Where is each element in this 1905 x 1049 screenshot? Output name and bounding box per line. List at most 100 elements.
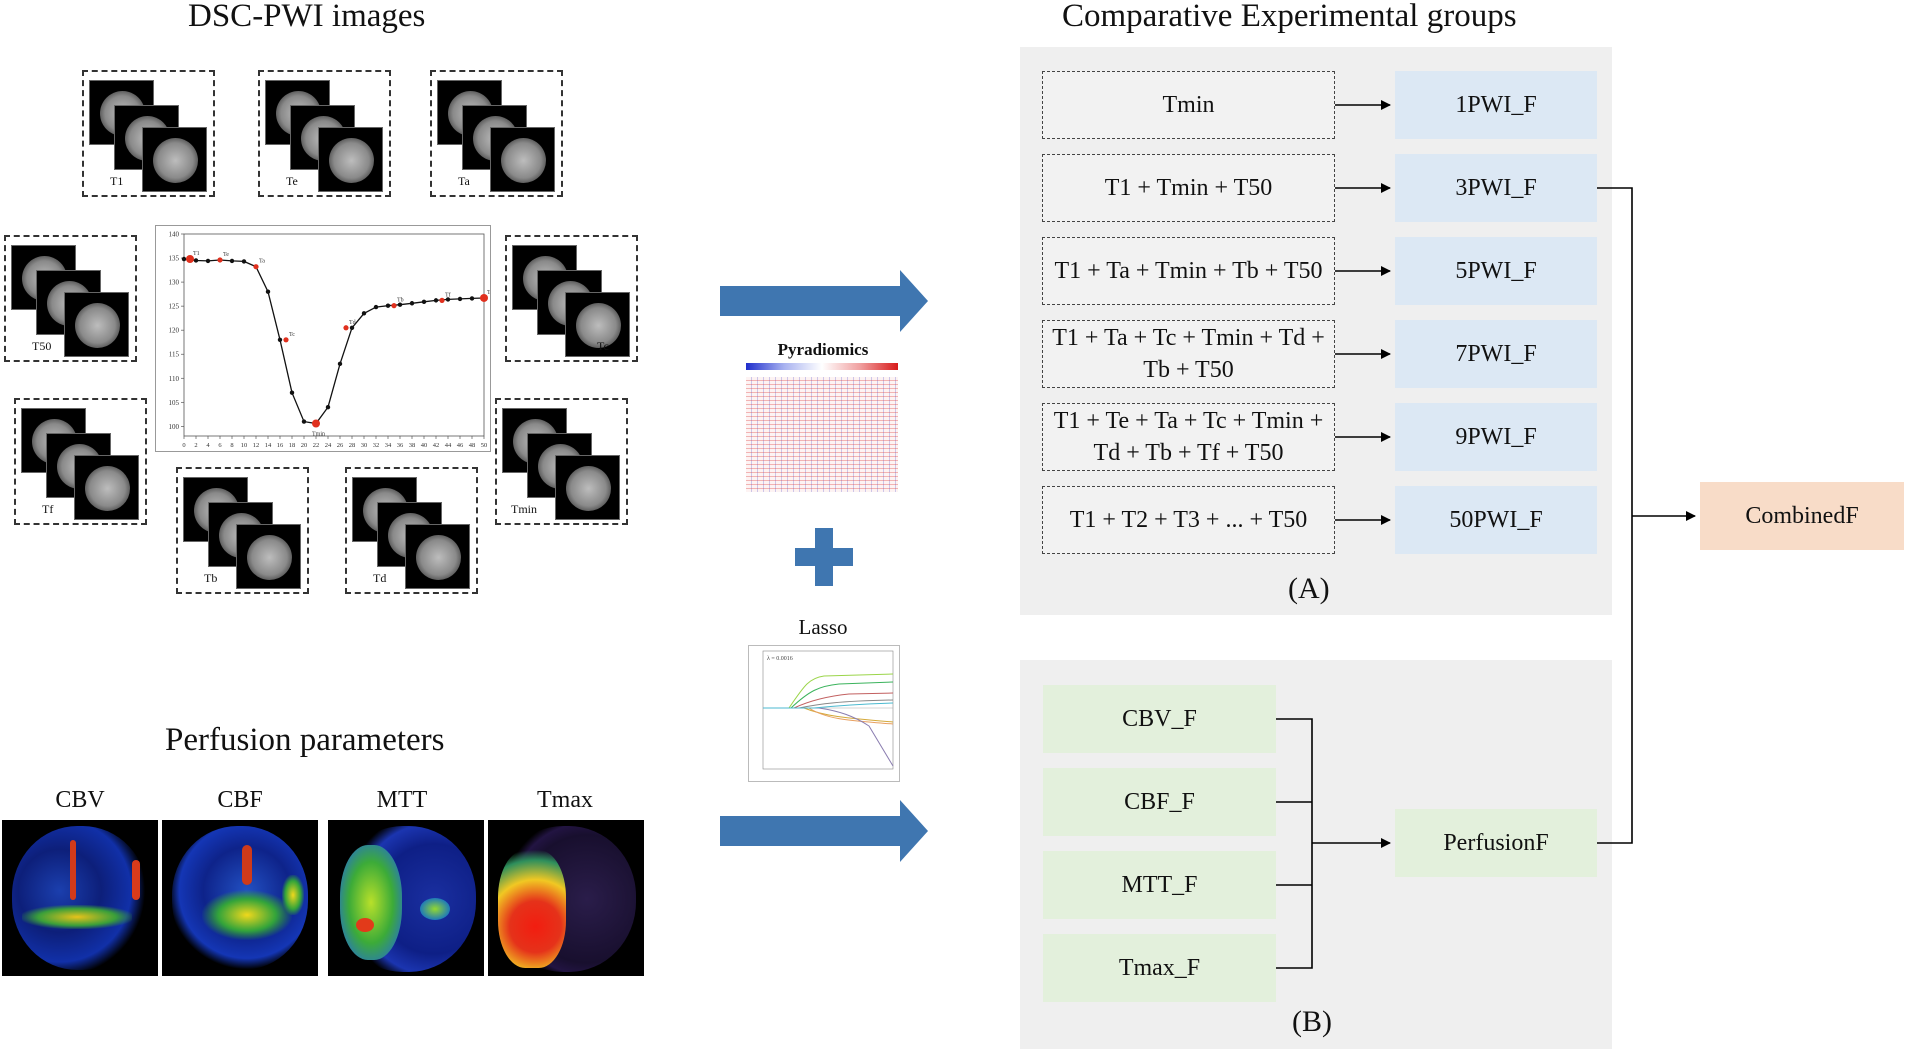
cbf-feature-box: CBF_F [1043, 768, 1276, 836]
y-tick-label: 135 [169, 255, 180, 263]
x-tick-label: 16 [277, 442, 284, 449]
curve-point [385, 303, 391, 308]
x-tick-label: 24 [325, 442, 332, 449]
group-a-input-3: T1 + Tmin + T50 [1042, 154, 1335, 222]
keypoint-t50 [480, 293, 488, 302]
keypoint-te [217, 257, 223, 263]
group-a-input-5: T1 + Ta + Tmin + Tb + T50 [1042, 237, 1335, 305]
stack-label: Tc [597, 339, 609, 353]
image-stack-t1: T1 [82, 70, 215, 197]
curve-point [205, 258, 211, 264]
output-1pwi-f: 1PWI_F [1395, 71, 1597, 139]
output-9pwi-f: 9PWI_F [1395, 403, 1597, 471]
keypoint-t1 [186, 255, 194, 264]
output-5pwi-f: 5PWI_F [1395, 237, 1597, 305]
group-a-input-1: Tmin [1042, 71, 1335, 139]
x-tick-label: 2 [194, 442, 197, 449]
output-50pwi-f: 50PWI_F [1395, 486, 1597, 554]
comparative-groups-title: Comparative Experimental groups [1062, 0, 1517, 34]
tmax-feature-box: Tmax_F [1043, 934, 1276, 1002]
curve-point [229, 258, 235, 264]
keypoint-label: T1 [193, 251, 200, 257]
x-tick-label: 36 [397, 442, 404, 449]
curve-point [409, 301, 415, 306]
x-tick-label: 48 [469, 442, 476, 449]
lasso-lambda-text: λ = 0.0016 [767, 656, 793, 662]
stack-label: T1 [110, 174, 124, 188]
group-b-caption: (B) [1292, 1005, 1332, 1038]
map-label-cbf: CBF [217, 787, 263, 813]
upper-flow-arrow [720, 270, 928, 332]
y-tick-label: 100 [169, 423, 180, 431]
curve-point [433, 298, 439, 303]
curve-point [277, 337, 283, 343]
combine-bracket [1597, 187, 1633, 844]
image-stack-t50: T50 [4, 235, 137, 362]
keypoint-label: Tf [445, 291, 451, 298]
keypoint-ta [253, 264, 259, 270]
x-tick-label: 6 [218, 442, 222, 449]
x-tick-label: 4 [206, 442, 210, 449]
cbf-map-image [162, 820, 318, 976]
y-tick-label: 130 [169, 279, 180, 287]
keypoint-tmin [312, 419, 320, 428]
stack-label: Td [373, 571, 387, 585]
curve-point [241, 259, 247, 264]
curve-point [289, 390, 295, 395]
x-tick-label: 22 [313, 442, 320, 449]
curve-point [301, 419, 307, 424]
keypoint-label: Te [223, 252, 229, 258]
curve-point [325, 404, 331, 410]
map-label-tmax: Tmax [537, 787, 593, 813]
x-tick-label: 46 [457, 442, 464, 449]
curve-point [373, 304, 379, 310]
map-label-mtt: MTT [376, 787, 428, 813]
curve-point [193, 258, 199, 263]
curve-point [397, 302, 403, 307]
combined-f-box: CombinedF [1700, 482, 1904, 550]
pyradiomics-label: Pyradiomics [777, 340, 869, 359]
x-tick-label: 12 [253, 442, 260, 449]
keypoint-tc [283, 337, 289, 343]
curve-point [349, 325, 355, 330]
x-tick-label: 38 [409, 442, 416, 449]
x-tick-label: 0 [182, 442, 185, 449]
mtt-feature-box: MTT_F [1043, 851, 1276, 919]
keypoint-label: Tc [289, 332, 295, 338]
keypoint-label: Td [349, 320, 356, 326]
image-stack-tmin: Tmin [495, 398, 628, 525]
x-tick-label: 40 [421, 442, 428, 449]
curve-point [361, 311, 367, 316]
image-stack-te: Te [258, 70, 391, 197]
keypoint-label: Tmin [312, 431, 325, 437]
perfusion-f-box: PerfusionF [1395, 809, 1597, 877]
y-tick-label: 110 [169, 375, 180, 383]
stack-label: Ta [458, 174, 470, 188]
keypoint-label: Tb [397, 298, 404, 304]
curve-point [265, 289, 271, 294]
pyradiomics-heatmap [743, 361, 901, 496]
group-a-caption: (A) [1288, 572, 1330, 605]
plot-area [183, 233, 485, 437]
group-a-input-50: T1 + T2 + T3 + ... + T50 [1042, 486, 1335, 554]
stack-label: Tf [42, 502, 54, 516]
keypoint-tb [391, 303, 397, 309]
x-tick-label: 34 [385, 442, 392, 449]
image-stack-tc: Tc [505, 235, 638, 362]
cbv-map-image [2, 820, 158, 976]
y-tick-label: 120 [169, 327, 180, 335]
x-tick-label: 32 [373, 442, 380, 449]
cbv-feature-box: CBV_F [1043, 685, 1276, 753]
keypoint-label: Ta [259, 259, 265, 265]
stack-label: T50 [32, 339, 52, 353]
x-tick-label: 14 [265, 442, 272, 449]
lasso-plot: λ = 0.0016 [748, 645, 900, 782]
y-tick-label: 125 [169, 303, 180, 311]
x-tick-label: 20 [301, 442, 308, 449]
image-stack-td: Td [345, 467, 478, 594]
group-a-input-7: T1 + Ta + Tc + Tmin + Td + Tb + T50 [1042, 320, 1335, 388]
x-tick-label: 26 [337, 442, 344, 449]
